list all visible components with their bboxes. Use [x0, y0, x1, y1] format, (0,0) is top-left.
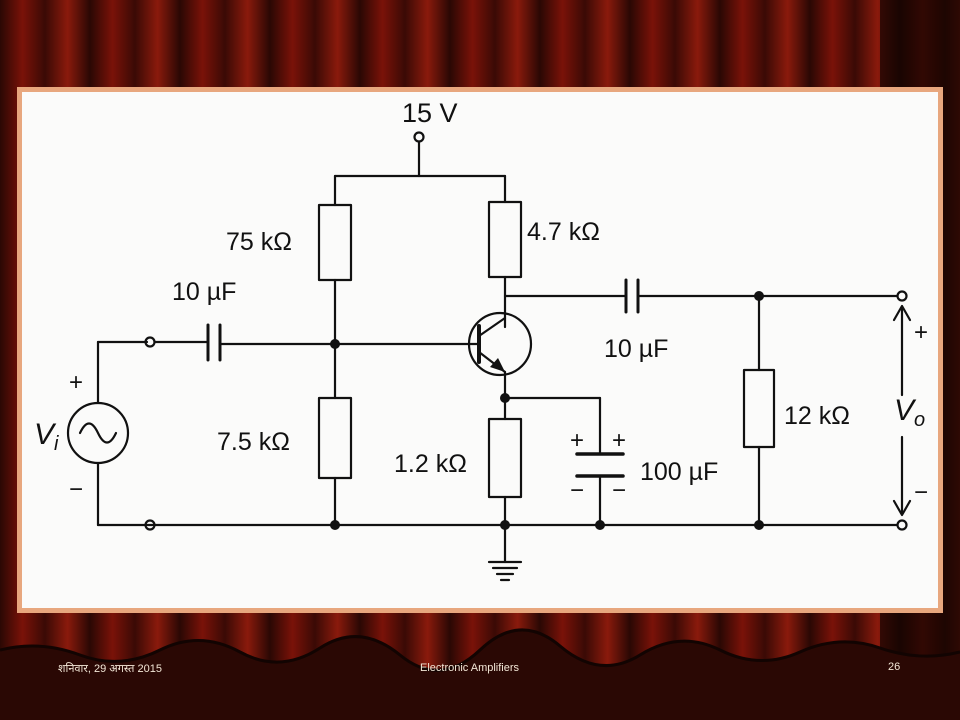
re-resistor — [487, 417, 523, 499]
source-minus-sign: − — [69, 476, 83, 503]
page-number: 26 — [888, 661, 901, 673]
rl-resistor — [742, 368, 776, 449]
ce-plus-left: + — [570, 427, 584, 454]
junction-dot-base — [330, 339, 340, 349]
collector-lead — [477, 316, 507, 338]
rc-value-label: 4.7 kΩ — [527, 218, 600, 246]
input-terminal-bottom — [144, 519, 156, 531]
r1-resistor — [317, 203, 353, 282]
junction-dot-emitter — [500, 393, 510, 403]
output-terminal-top — [896, 290, 908, 302]
junction-dot-ground — [500, 520, 510, 530]
junction-dot-ce-ground — [595, 520, 605, 530]
vo-plus-sign: + — [914, 319, 928, 346]
cout-value-label: 10 µF — [604, 335, 668, 363]
footer-title: Electronic Amplifiers — [420, 662, 520, 674]
supply-voltage-label: 15 V — [402, 98, 458, 128]
junction-dot-rl-bottom — [754, 520, 764, 530]
re-value-label: 1.2 kΩ — [394, 450, 467, 478]
rl-value-label: 12 kΩ — [784, 402, 850, 430]
output-terminal-bottom — [896, 519, 908, 531]
emitter-arrow-icon — [490, 358, 505, 372]
source-plus-sign: + — [69, 369, 83, 396]
ce-plus-right: + — [612, 427, 626, 454]
r1-value-label: 75 kΩ — [226, 228, 292, 256]
vo-minus-sign: − — [914, 479, 928, 506]
vo-arrow-up-head — [892, 304, 912, 322]
junction-dot-r2-ground — [330, 520, 340, 530]
cin-value-label: 10 µF — [172, 278, 236, 306]
junction-dot-rl-top — [754, 291, 764, 301]
footer-date: शनिवार, 29 अगस्त 2015 — [58, 663, 162, 675]
vo-arrow-down-head — [892, 499, 912, 517]
rc-resistor — [487, 200, 523, 279]
ce-minus-right: − — [612, 477, 626, 504]
amplifier-circuit-diagram: 15 V 75 kΩ 7.5 kΩ 4.7 kΩ 1.2 kΩ 12 kΩ 10… — [34, 98, 928, 582]
sine-wave-icon — [78, 422, 118, 444]
r2-value-label: 7.5 kΩ — [217, 428, 290, 456]
vo-label: Vo — [894, 394, 925, 431]
vi-label: Vi — [34, 418, 59, 455]
supply-terminal — [413, 131, 425, 143]
r2-resistor — [317, 396, 353, 480]
ce-value-label: 100 µF — [640, 458, 718, 486]
ce-minus-left: − — [570, 477, 584, 504]
